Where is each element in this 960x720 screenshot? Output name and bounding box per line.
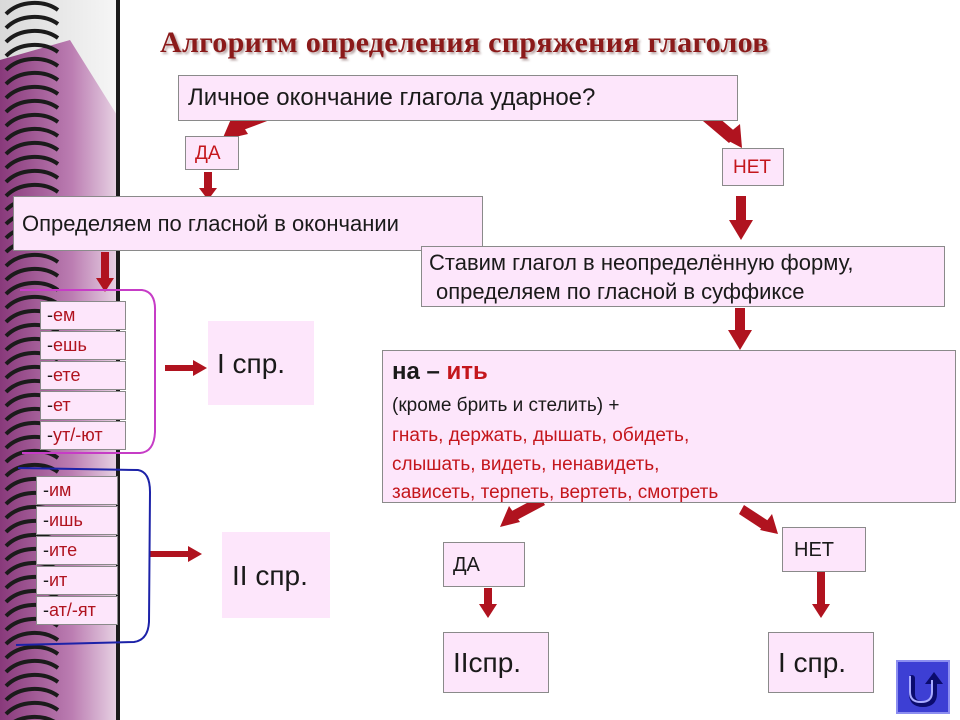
spiral-ring bbox=[4, 449, 60, 464]
arrow-yes-down bbox=[204, 172, 212, 190]
yes-label: ДА bbox=[195, 143, 221, 164]
yes-box: ДА bbox=[185, 136, 239, 170]
conj1-left-label: I спр. bbox=[217, 348, 286, 379]
no-label-2: НЕТ bbox=[794, 539, 834, 561]
rule-suffix: ить bbox=[446, 358, 488, 385]
arrowhead-to-rule bbox=[728, 330, 752, 350]
ending-esh: -ешь bbox=[40, 331, 126, 360]
yes-label-2: ДА bbox=[453, 554, 480, 576]
arrowhead-to-conj1 bbox=[193, 360, 207, 376]
ending-ut-yut: -ут/-ют bbox=[40, 421, 126, 450]
arrowhead-yes2-down bbox=[479, 604, 497, 618]
arrow-no2-down bbox=[817, 572, 825, 606]
spiral-ring bbox=[4, 687, 60, 702]
arrowhead-yes-down bbox=[199, 188, 217, 200]
spiral-ring bbox=[4, 183, 60, 198]
spiral-ring bbox=[4, 659, 60, 674]
spiral-ring bbox=[4, 281, 60, 296]
brace-group1 bbox=[20, 289, 157, 454]
return-button[interactable] bbox=[896, 660, 950, 714]
by-vowel-ending-box: Определяем по гласной в окончании bbox=[13, 196, 483, 251]
arrowhead-to-conj2 bbox=[188, 546, 202, 562]
no-box: НЕТ bbox=[722, 148, 784, 186]
no-label: НЕТ bbox=[733, 157, 771, 178]
spiral-ring bbox=[4, 15, 60, 30]
ending-em: -ем bbox=[40, 301, 126, 330]
infinitive-box: Ставим глагол в неопределённую форму, оп… bbox=[421, 246, 945, 307]
arrowhead-to-yes bbox=[222, 112, 248, 140]
ending-ish: -ишь bbox=[36, 506, 118, 535]
spiral-ring bbox=[4, 141, 60, 156]
arrowhead-to-no bbox=[723, 124, 742, 148]
ending-ite: -ите bbox=[36, 536, 118, 565]
infinitive-line1: Ставим глагол в неопределённую форму, bbox=[429, 250, 854, 275]
arrowhead-to-endings bbox=[96, 278, 114, 292]
rule-exceptions-line2: слышать, видеть, ненавидеть, bbox=[392, 454, 660, 475]
spiral-ring bbox=[4, 43, 60, 58]
yes-box-2: ДА bbox=[443, 542, 525, 587]
spiral-ring bbox=[4, 57, 60, 72]
conj1-left-box: I спр. bbox=[208, 321, 314, 405]
spiral-ring bbox=[4, 701, 60, 716]
spiral-ring bbox=[4, 463, 60, 478]
infinitive-line2: определяем по гласной в суффиксе bbox=[436, 279, 805, 304]
question-box: Личное окончание глагола ударное? bbox=[178, 75, 738, 121]
ending-ete: -ете bbox=[40, 361, 126, 390]
spiral-ring bbox=[4, 113, 60, 128]
conj2-bottom-label: IIспр. bbox=[453, 647, 522, 678]
no-box-2: НЕТ bbox=[782, 527, 866, 572]
arrow-rule-to-no bbox=[739, 505, 770, 531]
arrowhead-no2-down bbox=[812, 604, 830, 618]
conj1-bottom-box: I спр. bbox=[768, 632, 874, 693]
spiral-ring bbox=[4, 631, 60, 646]
spiral-ring bbox=[4, 1, 60, 16]
ending-im: -им bbox=[36, 476, 118, 505]
spiral-ring bbox=[13, 715, 56, 720]
conj2-bottom-box: IIспр. bbox=[443, 632, 549, 693]
spiral-ring bbox=[4, 99, 60, 114]
spiral-ring bbox=[4, 29, 60, 44]
arrow-to-conj1 bbox=[165, 365, 195, 371]
arrow-to-endings bbox=[101, 252, 109, 280]
page-title: Алгоритм определения спряжения глаголов bbox=[160, 26, 769, 59]
brace-group2 bbox=[15, 467, 152, 646]
spiral-ring bbox=[4, 589, 60, 604]
arrowhead-rule-to-no bbox=[760, 514, 778, 534]
spiral-ring bbox=[4, 645, 60, 660]
spiral-ring bbox=[4, 85, 60, 100]
arrow-no-down bbox=[736, 196, 746, 222]
rule-exceptions-line1: гнать, держать, дышать, обидеть, bbox=[392, 425, 690, 446]
ending-it: -ит bbox=[36, 566, 118, 595]
question-text: Личное окончание глагола ударное? bbox=[188, 84, 596, 111]
ending-at-yat: -ат/-ят bbox=[36, 596, 118, 625]
conj1-bottom-label: I спр. bbox=[778, 647, 847, 678]
rule-exceptions-intro: (кроме брить и стелить) + bbox=[392, 395, 620, 416]
ending-et: -ет bbox=[40, 391, 126, 420]
rule-box: на – ить (кроме брить и стелить) + гнать… bbox=[382, 350, 956, 503]
spiral-ring bbox=[4, 127, 60, 142]
spiral-ring bbox=[4, 673, 60, 688]
rule-exceptions-line3: зависеть, терпеть, вертеть, смотреть bbox=[392, 482, 719, 503]
conj2-left-box: II спр. bbox=[222, 532, 330, 618]
by-vowel-ending-text: Определяем по гласной в окончании bbox=[22, 211, 399, 236]
arrowhead-rule-to-yes bbox=[500, 506, 520, 527]
arrow-to-rule bbox=[735, 308, 745, 332]
spiral-ring bbox=[4, 155, 60, 170]
return-arrow-icon bbox=[909, 672, 943, 708]
arrow-to-conj2 bbox=[150, 551, 190, 557]
spiral-ring bbox=[4, 71, 60, 86]
rule-heading: на – ить bbox=[392, 358, 488, 386]
spiral-ring bbox=[4, 253, 60, 268]
spiral-ring bbox=[4, 267, 60, 282]
arrowhead-no-down bbox=[729, 220, 753, 240]
rule-prefix: на – bbox=[392, 358, 447, 385]
spiral-ring bbox=[4, 169, 60, 184]
arrow-yes2-down bbox=[484, 588, 492, 606]
conj2-left-label: II спр. bbox=[232, 560, 308, 591]
